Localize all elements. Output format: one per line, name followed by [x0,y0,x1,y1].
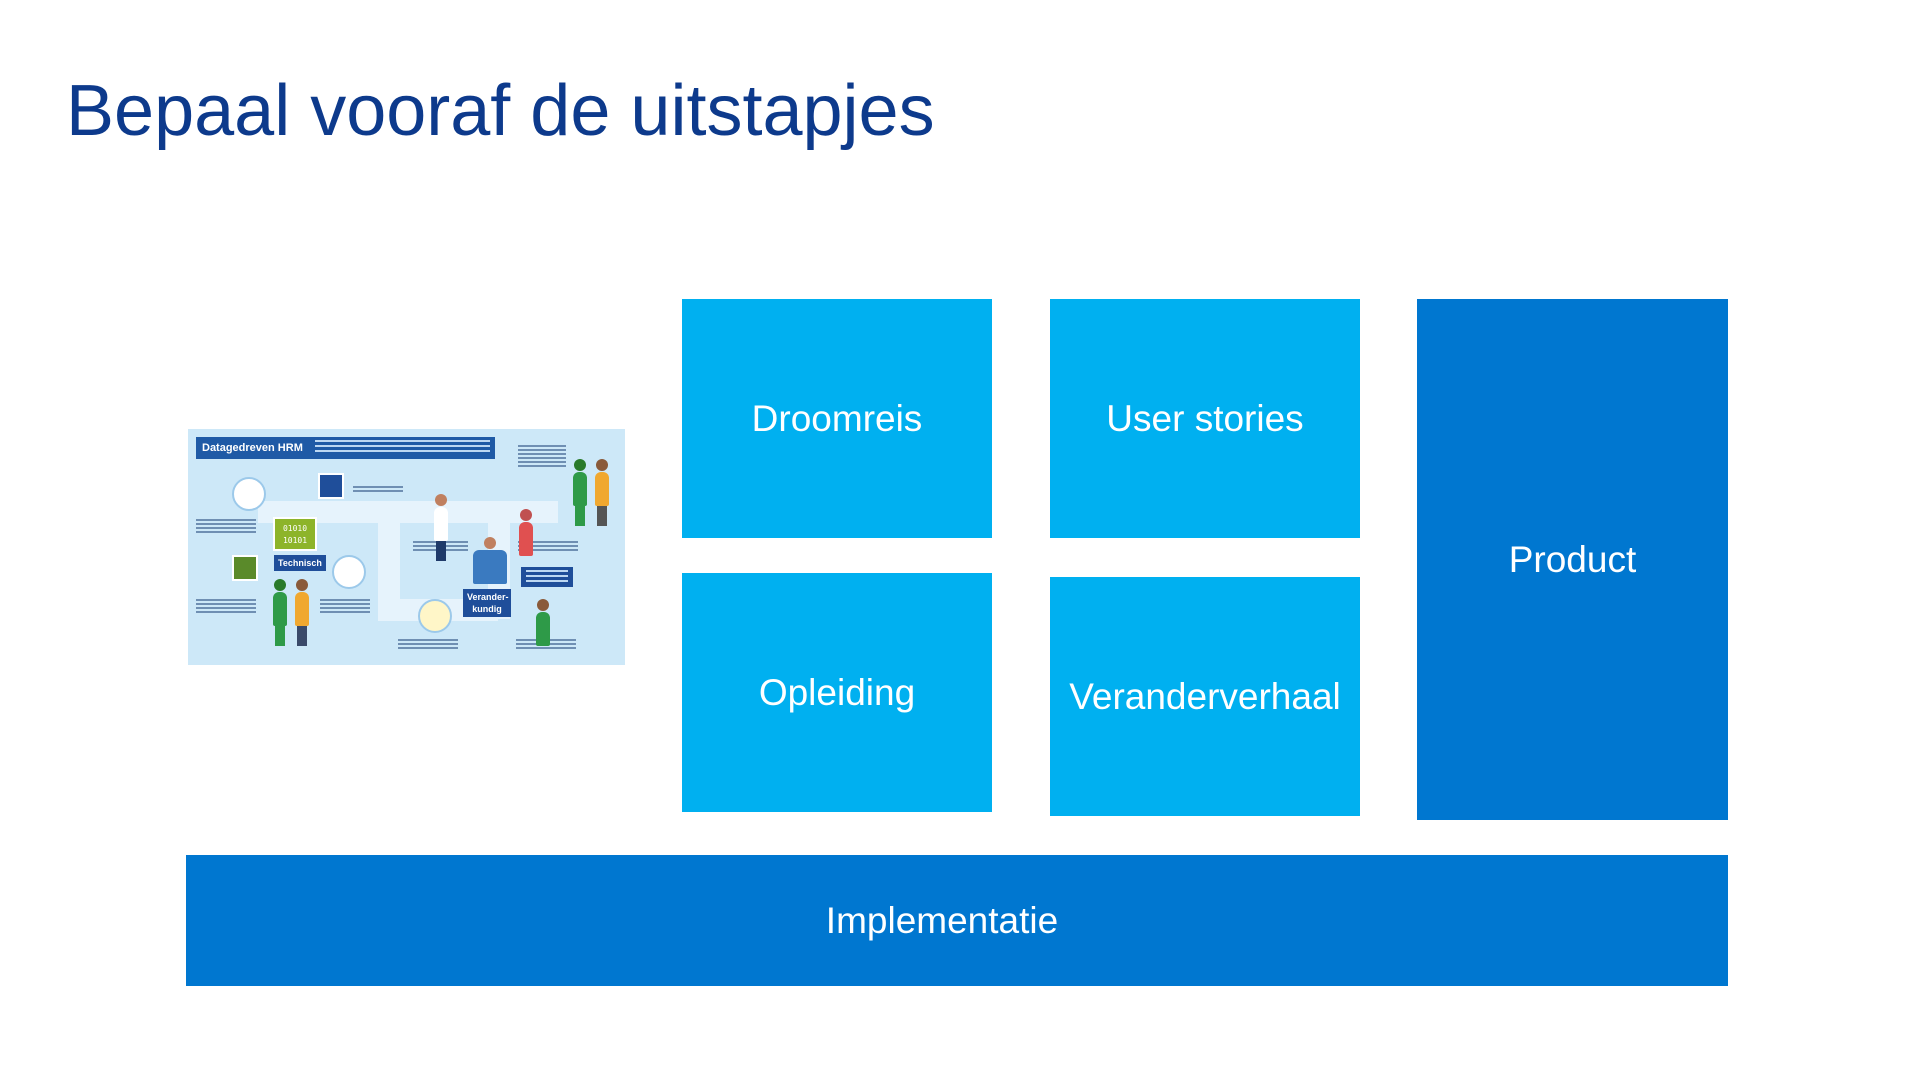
product-block: Product [1417,299,1728,820]
person-illustration [270,579,290,646]
veranderkundig-badge: Verander-kundig [463,589,511,617]
person-illustration [433,494,449,561]
veranderverhaal-block: Veranderverhaal [1050,577,1360,816]
veranderverhaal-label: Veranderverhaal [1069,676,1341,718]
infographic-thumbnail: Datagedreven HRM 01010 10101 Technisch V… [188,429,625,665]
droomreis-label: Droomreis [752,398,923,440]
person-illustration [292,579,312,646]
implementatie-label: Implementatie [826,900,1058,942]
infographic-header: Datagedreven HRM [196,437,314,459]
person-illustration [535,599,551,646]
slide-title: Bepaal vooraf de uitstapjes [66,70,935,152]
product-label: Product [1509,539,1637,581]
implementatie-block: Implementatie [186,855,1728,986]
technisch-badge: Technisch [274,555,326,571]
people-group-illustration [470,537,510,584]
person-illustration [570,459,590,526]
user-stories-block: User stories [1050,299,1360,538]
opleiding-block: Opleiding [682,573,992,812]
opleiding-label: Opleiding [759,672,915,714]
droomreis-block: Droomreis [682,299,992,538]
infographic-intro-text [310,437,495,459]
person-illustration [592,459,612,526]
user-stories-label: User stories [1106,398,1303,440]
person-illustration [518,509,534,556]
infographic-note [521,567,573,587]
binary-block: 01010 10101 [273,517,317,551]
